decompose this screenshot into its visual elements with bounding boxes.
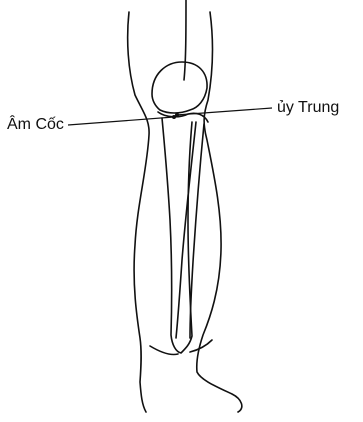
pointer-line-right — [176, 108, 272, 115]
acupoint-label-uy-trung: ủy Trung — [277, 100, 339, 116]
acupoint-right-marker — [175, 113, 179, 117]
tibia-bone — [162, 118, 192, 353]
thigh-inner-line — [184, 0, 186, 80]
acupoint-label-am-coc: Âm Cốc — [7, 117, 64, 133]
leg-outline-left — [128, 12, 149, 412]
pointer-line-left — [68, 117, 174, 125]
knee-condyle — [152, 62, 207, 113]
